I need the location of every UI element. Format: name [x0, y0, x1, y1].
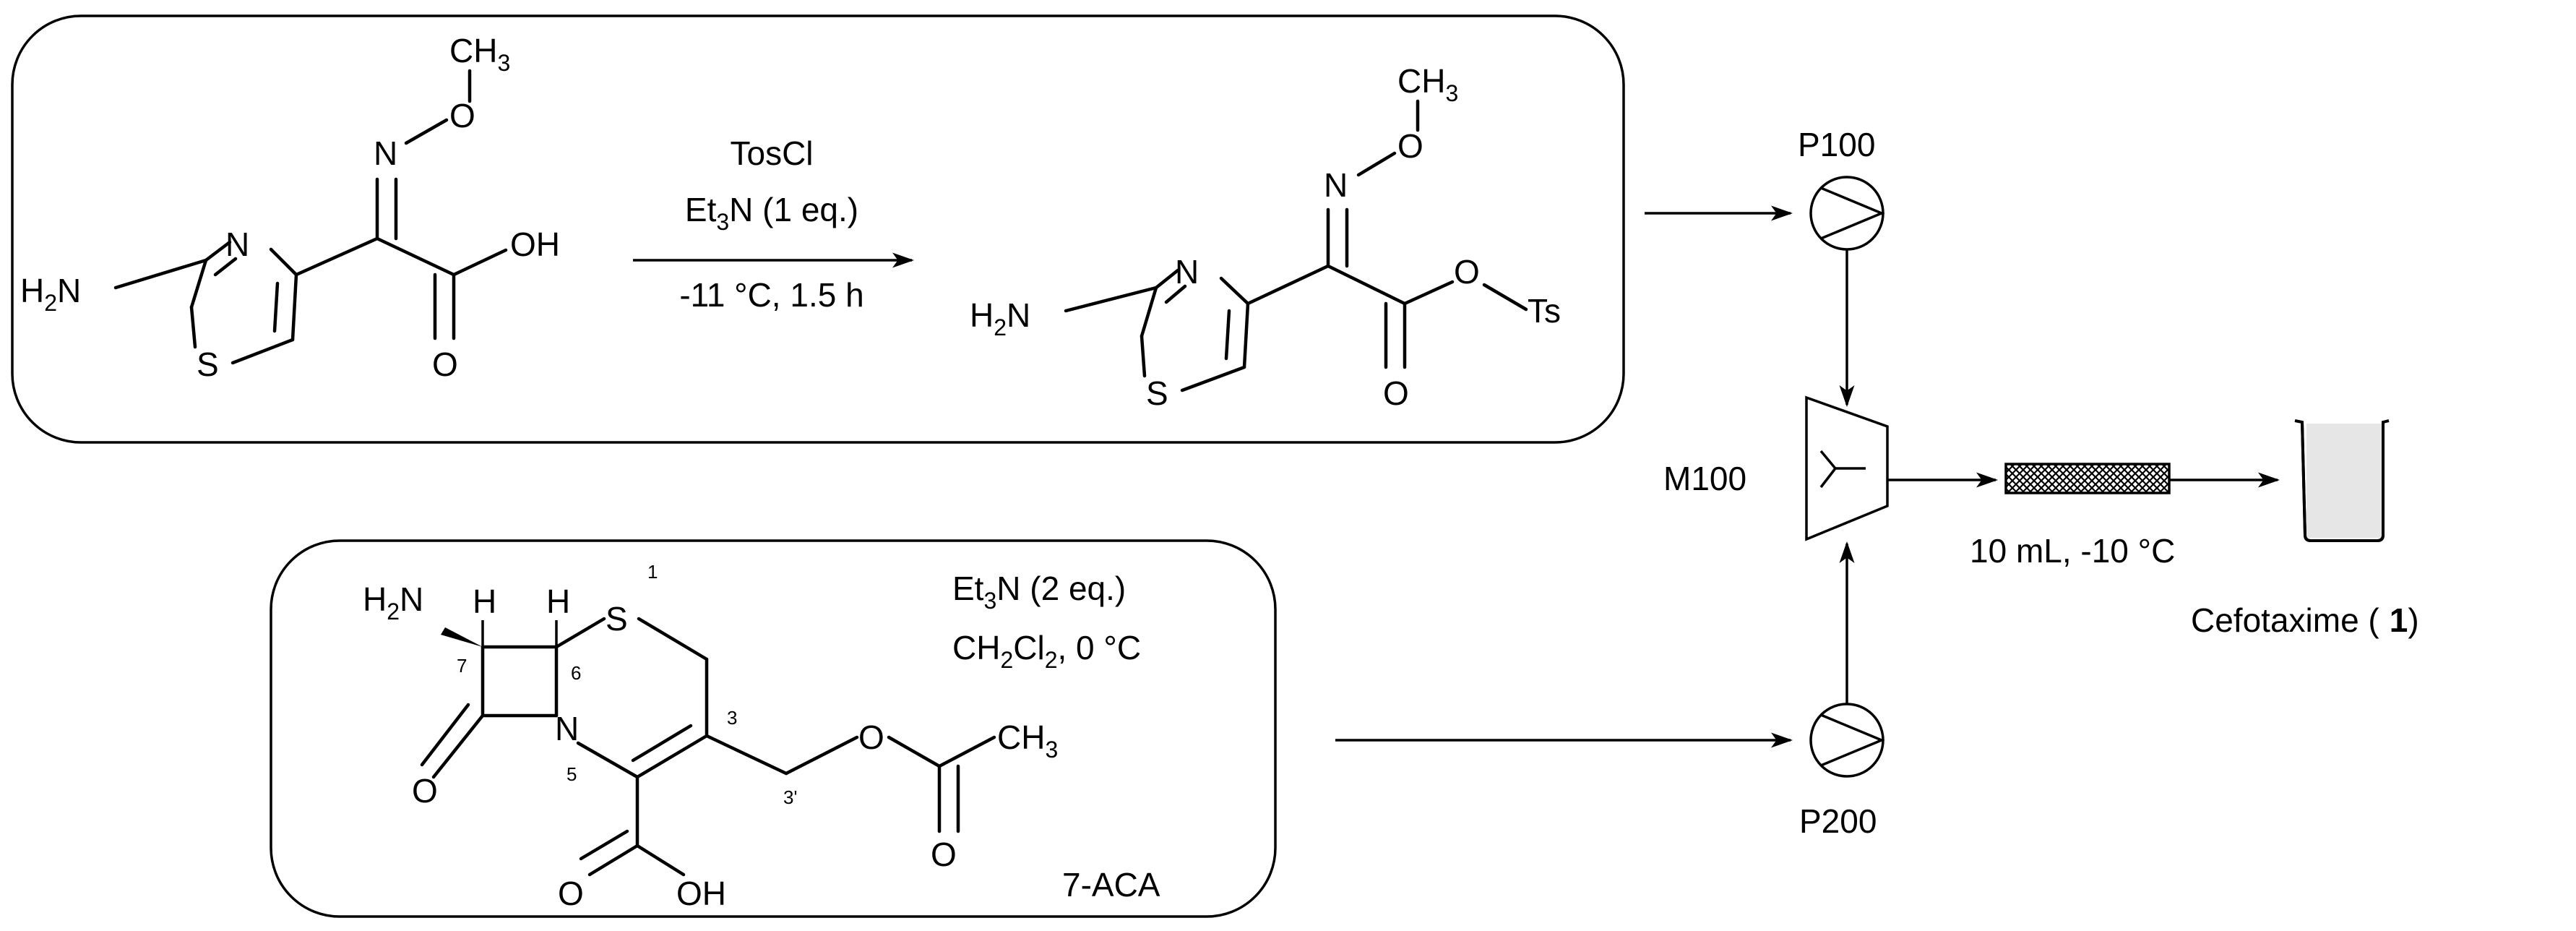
- start-acid-structure: H2N N S N O CH3 OH O: [20, 32, 560, 383]
- product-amine-h: H2N: [970, 296, 1030, 340]
- reagent-et3n-1eq: Et3N (1 eq.): [685, 191, 858, 235]
- start-oxime-o: O: [449, 97, 475, 134]
- reactor-conditions: 10 mL, -10 °C: [1970, 532, 2175, 570]
- locant-3prime: 3': [783, 786, 797, 808]
- activation-step-box: [11, 14, 1625, 444]
- aca-acid-oh: OH: [676, 875, 726, 912]
- start-ring-s: S: [197, 346, 219, 383]
- aca-acid-o: O: [558, 875, 584, 912]
- pump-p200-label: P200: [1799, 802, 1877, 840]
- mixer-m100-label: M100: [1663, 460, 1746, 497]
- product-carbonyl-o: O: [1383, 374, 1409, 412]
- reaction-conditions-temp-time: -11 °C, 1.5 h: [679, 276, 863, 314]
- locant-6: 6: [571, 662, 581, 684]
- coil-reactor: [2004, 463, 2171, 494]
- product-ester-o: O: [1454, 253, 1480, 291]
- product-cefotaxime-label: Cefotaxime (1): [2191, 601, 2419, 639]
- tosyl-ester-structure: H2N N S N O CH3 O Ts O: [970, 62, 1561, 412]
- start-ring-n: N: [225, 226, 249, 263]
- product-tosyl: Ts: [1528, 292, 1561, 330]
- aca-nitrogen: N: [555, 710, 579, 747]
- reagent-et3n-2eq: Et3N (2 eq.): [952, 570, 1126, 614]
- mixer-m100: [1805, 395, 1889, 541]
- start-amine-h: H2N: [20, 272, 81, 316]
- locant-7: 7: [457, 655, 467, 677]
- locant-3: 3: [727, 707, 737, 729]
- activation-reaction-arrow: TosCl Et3N (1 eq.) -11 °C, 1.5 h: [633, 134, 914, 314]
- start-oxime-n: N: [374, 134, 397, 172]
- collection-beaker: [2294, 419, 2390, 542]
- aca-structure: H2N H H S N O O OH O O CH3 1 3 3' 5 6 7: [363, 561, 1058, 912]
- aca-ester-carbonyl-o: O: [931, 836, 957, 873]
- aca-lactam-o: O: [412, 772, 438, 810]
- product-ring-n: N: [1175, 253, 1199, 291]
- c7-amine-wedge: [441, 627, 483, 647]
- locant-1: 1: [647, 561, 658, 583]
- aca-reagents: Et3N (2 eq.) CH2Cl2, 0 °C 7-ACA: [952, 570, 1160, 904]
- aca-ester-o: O: [858, 718, 884, 756]
- aca-h6: H: [546, 583, 570, 620]
- aca-amine: H2N: [363, 580, 423, 625]
- reagent-dcm-temp: CH2Cl2, 0 °C: [952, 629, 1141, 673]
- pump-p100: [1809, 176, 1885, 251]
- molecule-name-7aca: 7-ACA: [1062, 866, 1160, 904]
- aca-sulfur: S: [606, 600, 628, 638]
- pump-p200: [1809, 703, 1885, 778]
- start-carbonyl-o: O: [432, 346, 458, 383]
- aca-methyl: CH3: [997, 718, 1058, 763]
- product-oxime-o: O: [1397, 127, 1423, 165]
- aca-h7: H: [473, 583, 496, 620]
- reagent-toscl: TosCl: [730, 134, 813, 172]
- product-ring-s: S: [1146, 374, 1168, 412]
- pump-p100-label: P100: [1798, 126, 1875, 163]
- product-methyl: CH3: [1397, 62, 1458, 106]
- start-acid-oh: OH: [510, 226, 560, 263]
- aca-feed-box: [270, 539, 1277, 918]
- product-oxime-n: N: [1324, 166, 1348, 204]
- locant-5: 5: [567, 763, 577, 785]
- start-methyl: CH3: [449, 32, 510, 76]
